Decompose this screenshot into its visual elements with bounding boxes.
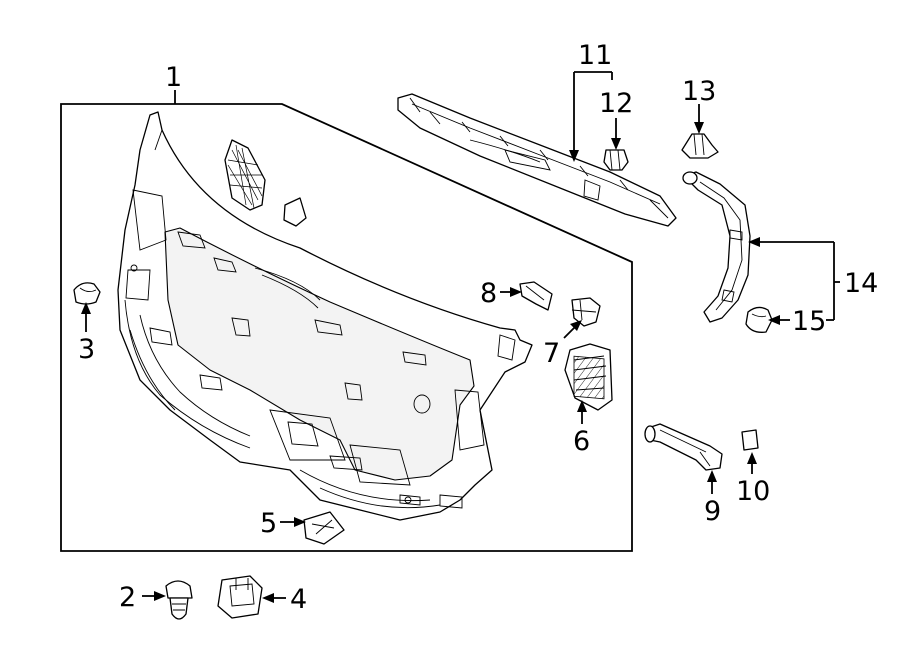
liftgate-trim-panel bbox=[117, 111, 533, 521]
part-5-clip bbox=[303, 511, 345, 545]
callout-2: 2 bbox=[119, 582, 136, 613]
leader-lines bbox=[81, 71, 840, 603]
inner-clip bbox=[283, 197, 307, 227]
callout-13: 13 bbox=[682, 76, 716, 107]
callout-14: 14 bbox=[844, 268, 878, 299]
callout-9: 9 bbox=[704, 496, 721, 527]
side-garnish bbox=[682, 171, 751, 323]
callout-4: 4 bbox=[290, 584, 307, 615]
callout-10: 10 bbox=[736, 476, 770, 507]
part1-frame bbox=[60, 103, 633, 552]
part-4-retainer bbox=[217, 575, 263, 619]
part-7-clip bbox=[571, 297, 601, 327]
callout-7: 7 bbox=[543, 338, 560, 369]
inner-grille bbox=[224, 139, 266, 211]
callout-11: 11 bbox=[578, 40, 612, 71]
callout-12: 12 bbox=[599, 88, 633, 119]
part-10-cap bbox=[741, 429, 759, 451]
callout-15: 15 bbox=[792, 306, 826, 337]
callout-1: 1 bbox=[165, 62, 182, 93]
part-8-tab bbox=[519, 281, 553, 311]
part-15-clip bbox=[745, 306, 773, 333]
part-12-clip bbox=[603, 149, 629, 171]
part-3-fastener bbox=[73, 282, 101, 305]
callout-labels: 1 2 3 4 5 6 7 8 9 10 11 12 13 14 15 bbox=[78, 40, 878, 615]
callout-6: 6 bbox=[573, 426, 590, 457]
upper-garnish bbox=[397, 93, 677, 227]
callout-8: 8 bbox=[480, 278, 497, 309]
part-9-handle bbox=[644, 423, 723, 471]
callout-5: 5 bbox=[260, 508, 277, 539]
callout-3: 3 bbox=[78, 334, 95, 365]
part-6-grille bbox=[564, 343, 613, 411]
part-13-clip bbox=[681, 133, 719, 159]
part-2-pushpin bbox=[165, 580, 193, 620]
